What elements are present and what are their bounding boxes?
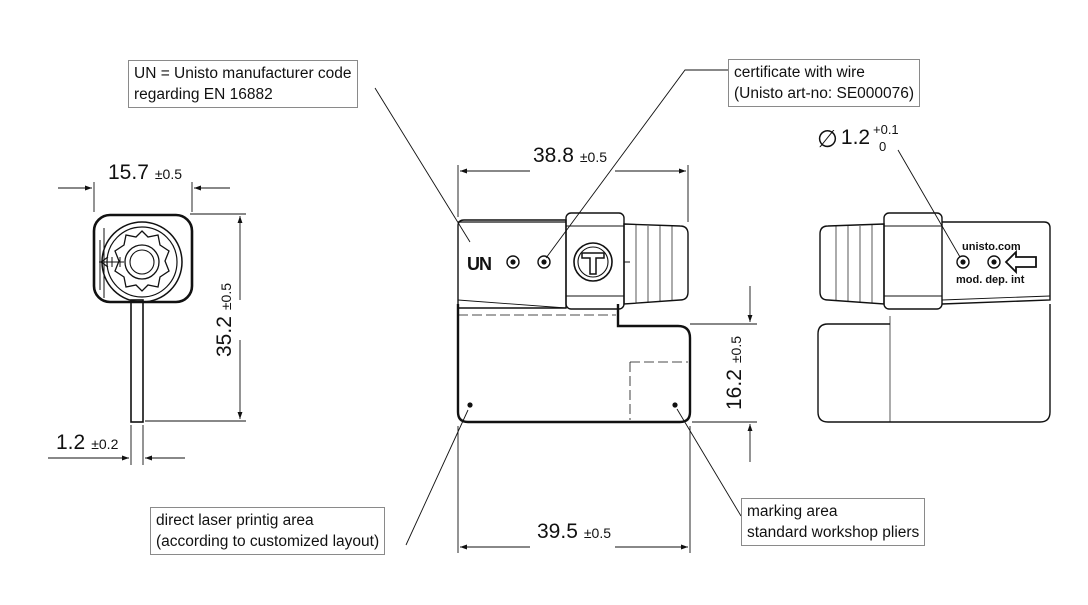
diameter-symbol: ∅	[817, 126, 838, 153]
dim-wire-thickness: 1.2 ±0.2	[56, 431, 118, 455]
callout-marking-line2: standard workshop pliers	[747, 524, 920, 541]
un-logo: UN	[467, 254, 491, 274]
dim-top-width-value: 38.8	[533, 144, 574, 167]
dim-wire-value: 1.2	[56, 431, 86, 454]
dim-side-height: 35.2 ±0.5	[213, 283, 237, 357]
dim-plate-height-tol: ±0.5	[728, 335, 744, 364]
callout-certificate-line2: (Unisto art-no: SE000076)	[734, 85, 915, 102]
dim-side-height-tol: ±0.5	[218, 282, 234, 311]
dim-hole-diameter: ∅1.2 +0.1 0	[817, 122, 899, 154]
dim-plate-height-value: 16.2	[723, 369, 746, 410]
rear-markings: unisto.com mod. dep. int	[956, 241, 1025, 286]
callout-certificate: certificate with wire (Unisto art-no: SE…	[728, 59, 921, 107]
dim-wire-tol: ±0.2	[91, 436, 119, 452]
side-view	[92, 213, 194, 423]
front-dimension-lines	[457, 165, 757, 553]
callout-marking-area: marking area standard workshop pliers	[741, 498, 926, 546]
dim-top-width: 38.8 ±0.5	[533, 144, 607, 168]
leader-lines	[374, 69, 961, 546]
side-dimension-lines	[48, 182, 246, 465]
dim-hole-tol-lower: 0	[879, 139, 887, 154]
dim-hole-tol-upper: +0.1	[873, 122, 899, 137]
callout-un-code: UN = Unisto manufacturer code regarding …	[128, 60, 358, 108]
dim-top-width-tol: ±0.5	[579, 149, 608, 165]
dim-hole-value: 1.2	[840, 126, 871, 149]
dim-side-width: 15.7 ±0.5	[108, 161, 182, 185]
rear-view	[817, 212, 1051, 423]
callout-certificate-line1: certificate with wire	[734, 64, 865, 81]
website-marking: unisto.com	[962, 241, 1021, 253]
dim-bottom-width-tol: ±0.5	[583, 525, 612, 541]
callout-laser-area: direct laser printig area (according to …	[150, 507, 386, 555]
callout-laser-line1: direct laser printig area	[156, 512, 314, 529]
dim-bottom-width: 39.5 ±0.5	[537, 520, 611, 544]
front-view	[456, 212, 692, 424]
callout-un-code-line2: regarding EN 16882	[134, 86, 273, 103]
callout-un-code-line1: UN = Unisto manufacturer code	[134, 65, 352, 82]
tagline-marking: mod. dep. int	[956, 274, 1025, 286]
dim-bottom-width-value: 39.5	[537, 520, 578, 543]
callout-laser-line2: (according to customized layout)	[156, 533, 380, 550]
dim-side-width-tol: ±0.5	[154, 166, 183, 182]
dim-side-width-value: 15.7	[108, 161, 149, 184]
dim-plate-height: 16.2 ±0.5	[723, 336, 747, 410]
dim-side-height-value: 35.2	[213, 316, 236, 357]
callout-marking-line1: marking area	[747, 503, 838, 520]
